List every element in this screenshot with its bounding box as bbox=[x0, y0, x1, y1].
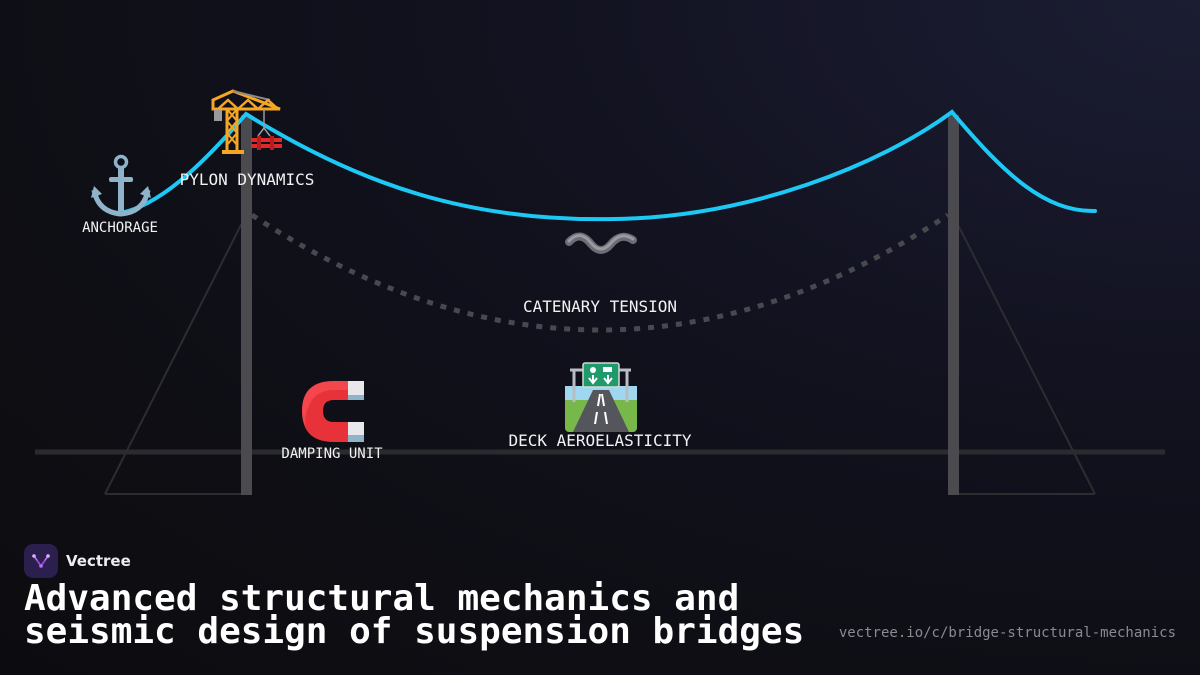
anchorage-label: ANCHORAGE bbox=[82, 220, 158, 236]
anchor-icon bbox=[91, 154, 151, 217]
magnet-icon bbox=[302, 381, 364, 442]
deck-aeroelasticity-label: DECK AEROELASTICITY bbox=[508, 431, 692, 450]
left-tower bbox=[241, 115, 252, 495]
wavy-dash-icon bbox=[565, 232, 637, 254]
course-url[interactable]: vectree.io/c/bridge-structural-mechanics bbox=[838, 625, 1176, 641]
crane-icon bbox=[211, 89, 282, 154]
damping-unit-label: DAMPING UNIT bbox=[281, 446, 383, 462]
pylon-dynamics-label: PYLON DYNAMICS bbox=[179, 170, 315, 189]
main-cable bbox=[118, 109, 1097, 222]
page-title: Advanced structural mechanics and seismi… bbox=[24, 578, 805, 652]
dotted-main-cable bbox=[250, 212, 950, 333]
motorway-icon bbox=[565, 362, 637, 432]
right-stay-cable bbox=[952, 214, 1096, 495]
catenary-tension-label: CATENARY TENSION bbox=[522, 297, 678, 316]
brand-name: Vectree bbox=[66, 552, 131, 570]
right-tower bbox=[948, 115, 959, 495]
vectree-logo-icon bbox=[24, 544, 58, 578]
brand: Vectree bbox=[24, 544, 131, 578]
left-stay-cable bbox=[104, 214, 247, 495]
